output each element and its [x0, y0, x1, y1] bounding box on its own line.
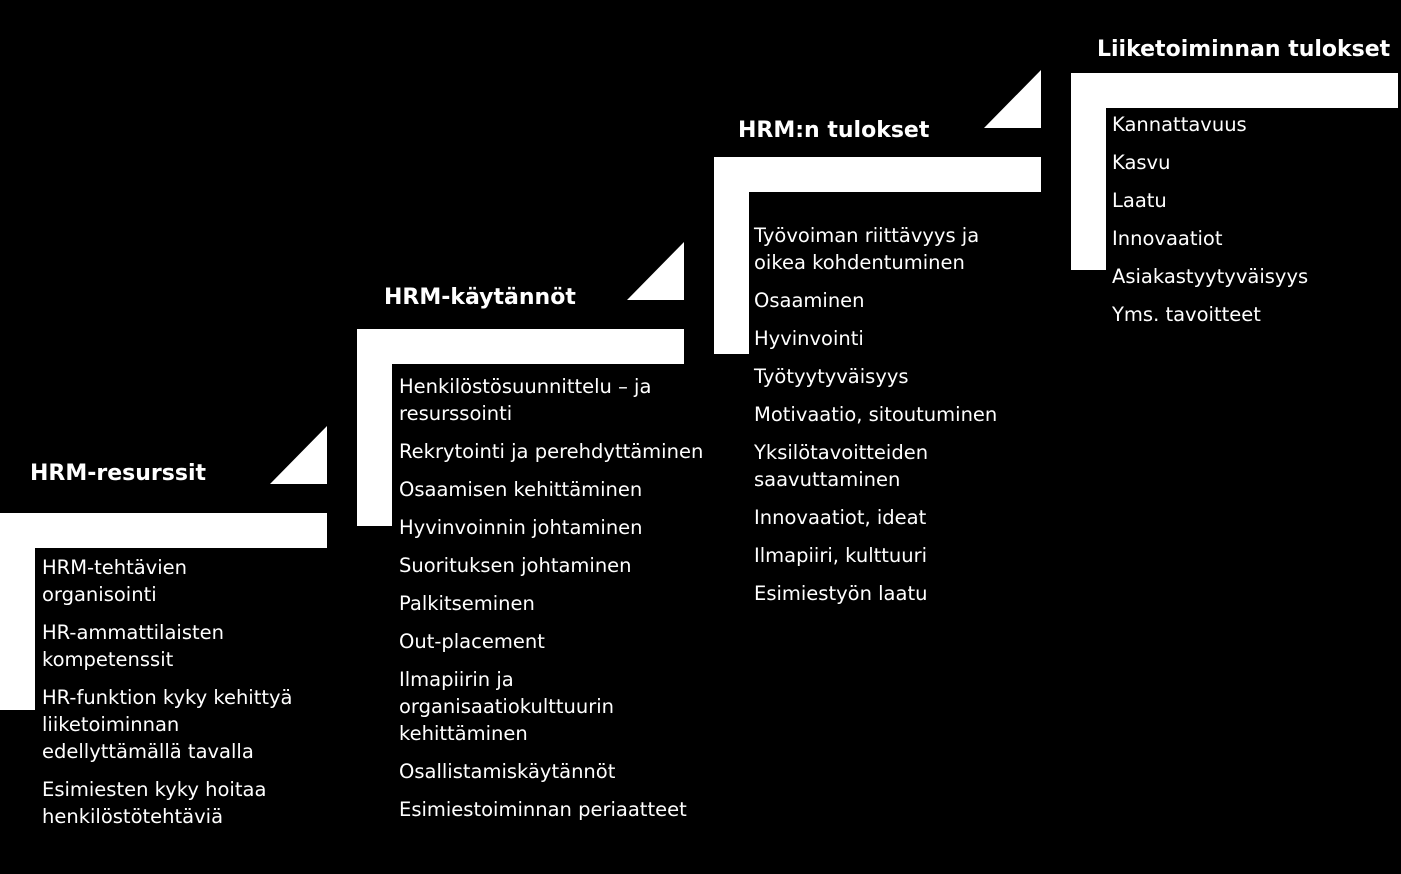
step-3-item: Hyvinvointi [754, 327, 864, 350]
step-3-bracket-bar [714, 157, 1041, 192]
step-2-item: Osallistamiskäytännöt [399, 760, 616, 783]
step-2-item: Out-placement [399, 630, 545, 653]
step-1-list: HRM-tehtävien organisointi HR-ammattilai… [42, 554, 342, 841]
step-3-item: Työtyytyväisyys [754, 365, 909, 388]
step-4-bracket-bar [1071, 73, 1398, 108]
step-4-item: Innovaatiot [1112, 227, 1223, 250]
step-1-bracket-bar [0, 513, 327, 548]
step-2-bracket-post [357, 329, 392, 526]
step-1-item: Esimiesten kyky hoitaa henkilöstötehtävi… [42, 778, 267, 828]
step-3-heading: HRM:n tulokset [738, 118, 930, 143]
step-3-item: Työvoiman riittävyys ja oikea kohdentumi… [754, 224, 980, 274]
step-2-item: Suorituksen johtaminen [399, 554, 632, 577]
step-4-item: Laatu [1112, 189, 1167, 212]
step-3-item: Ilmapiiri, kulttuuri [754, 544, 928, 567]
step-2-item: Henkilöstösuunnittelu – ja resurssointi [399, 375, 652, 425]
step-4-item: Asiakastyytyväisyys [1112, 265, 1309, 288]
step-2-item: Hyvinvoinnin johtaminen [399, 516, 643, 539]
arrow-1-triangle [270, 426, 327, 484]
step-3-list: Työvoiman riittävyys ja oikea kohdentumi… [754, 222, 1054, 618]
step-2-item: Palkitseminen [399, 592, 535, 615]
step-3-bracket-post [714, 157, 749, 354]
step-2-item: Esimiestoiminnan periaatteet [399, 798, 687, 821]
step-2-heading: HRM-käytännöt [384, 285, 576, 310]
step-4-heading: Liiketoiminnan tulokset [1097, 37, 1391, 62]
step-2-list: Henkilöstösuunnittelu – ja resurssointi … [399, 373, 729, 834]
step-1-item: HRM-tehtävien organisointi [42, 556, 187, 606]
step-4-item: Kasvu [1112, 151, 1171, 174]
step-4-list: Kannattavuus Kasvu Laatu Innovaatiot Asi… [1112, 111, 1392, 339]
step-1-heading: HRM-resurssit [30, 461, 206, 486]
step-3-item: Motivaatio, sitoutuminen [754, 403, 998, 426]
step-3-item: Innovaatiot, ideat [754, 506, 927, 529]
step-3-item: Esimiestyön laatu [754, 582, 928, 605]
step-2-item: Ilmapiirin ja organisaatiokulttuurin keh… [399, 668, 615, 745]
step-2-item: Osaamisen kehittäminen [399, 478, 643, 501]
step-4-bracket-post [1071, 73, 1106, 270]
arrow-2-triangle [627, 242, 684, 300]
step-1-bracket-post [0, 513, 35, 710]
step-4-item: Kannattavuus [1112, 113, 1247, 136]
step-1-item: HR-funktion kyky kehittyä liiketoiminnan… [42, 686, 293, 763]
step-3-item: Osaaminen [754, 289, 865, 312]
step-3-item: Yksilötavoitteiden saavuttaminen [754, 441, 929, 491]
step-4-item: Yms. tavoitteet [1112, 303, 1261, 326]
step-2-item: Rekrytointi ja perehdyttäminen [399, 440, 704, 463]
step-2-bracket-bar [357, 329, 684, 364]
step-1-item: HR-ammattilaisten kompetenssit [42, 621, 225, 671]
arrow-3-triangle [984, 70, 1041, 128]
